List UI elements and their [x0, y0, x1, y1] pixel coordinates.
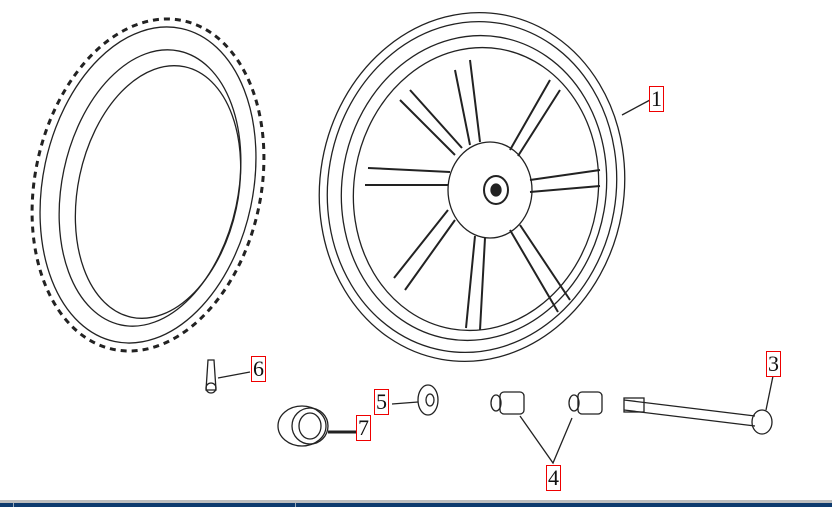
part-callout-1[interactable]: 1 — [649, 86, 664, 112]
part-callout-5[interactable]: 5 — [374, 389, 389, 415]
bottom-bar — [0, 503, 832, 507]
bottom-divider — [0, 500, 832, 503]
part-callout-6[interactable]: 6 — [251, 356, 266, 382]
part-callout-7[interactable]: 7 — [356, 415, 371, 441]
bottom-bar-separator — [295, 503, 296, 507]
bearing — [277, 405, 356, 447]
tire — [30, 17, 266, 353]
part-callout-4[interactable]: 4 — [546, 465, 561, 491]
wheel — [318, 11, 626, 363]
bottom-bar-separator — [13, 503, 14, 507]
valve-stem — [205, 359, 251, 394]
part-callout-3[interactable]: 3 — [766, 351, 781, 377]
leader-1 — [621, 99, 651, 116]
nut — [391, 384, 439, 416]
spacer-collars — [490, 391, 603, 465]
axle-bolt — [623, 375, 774, 435]
